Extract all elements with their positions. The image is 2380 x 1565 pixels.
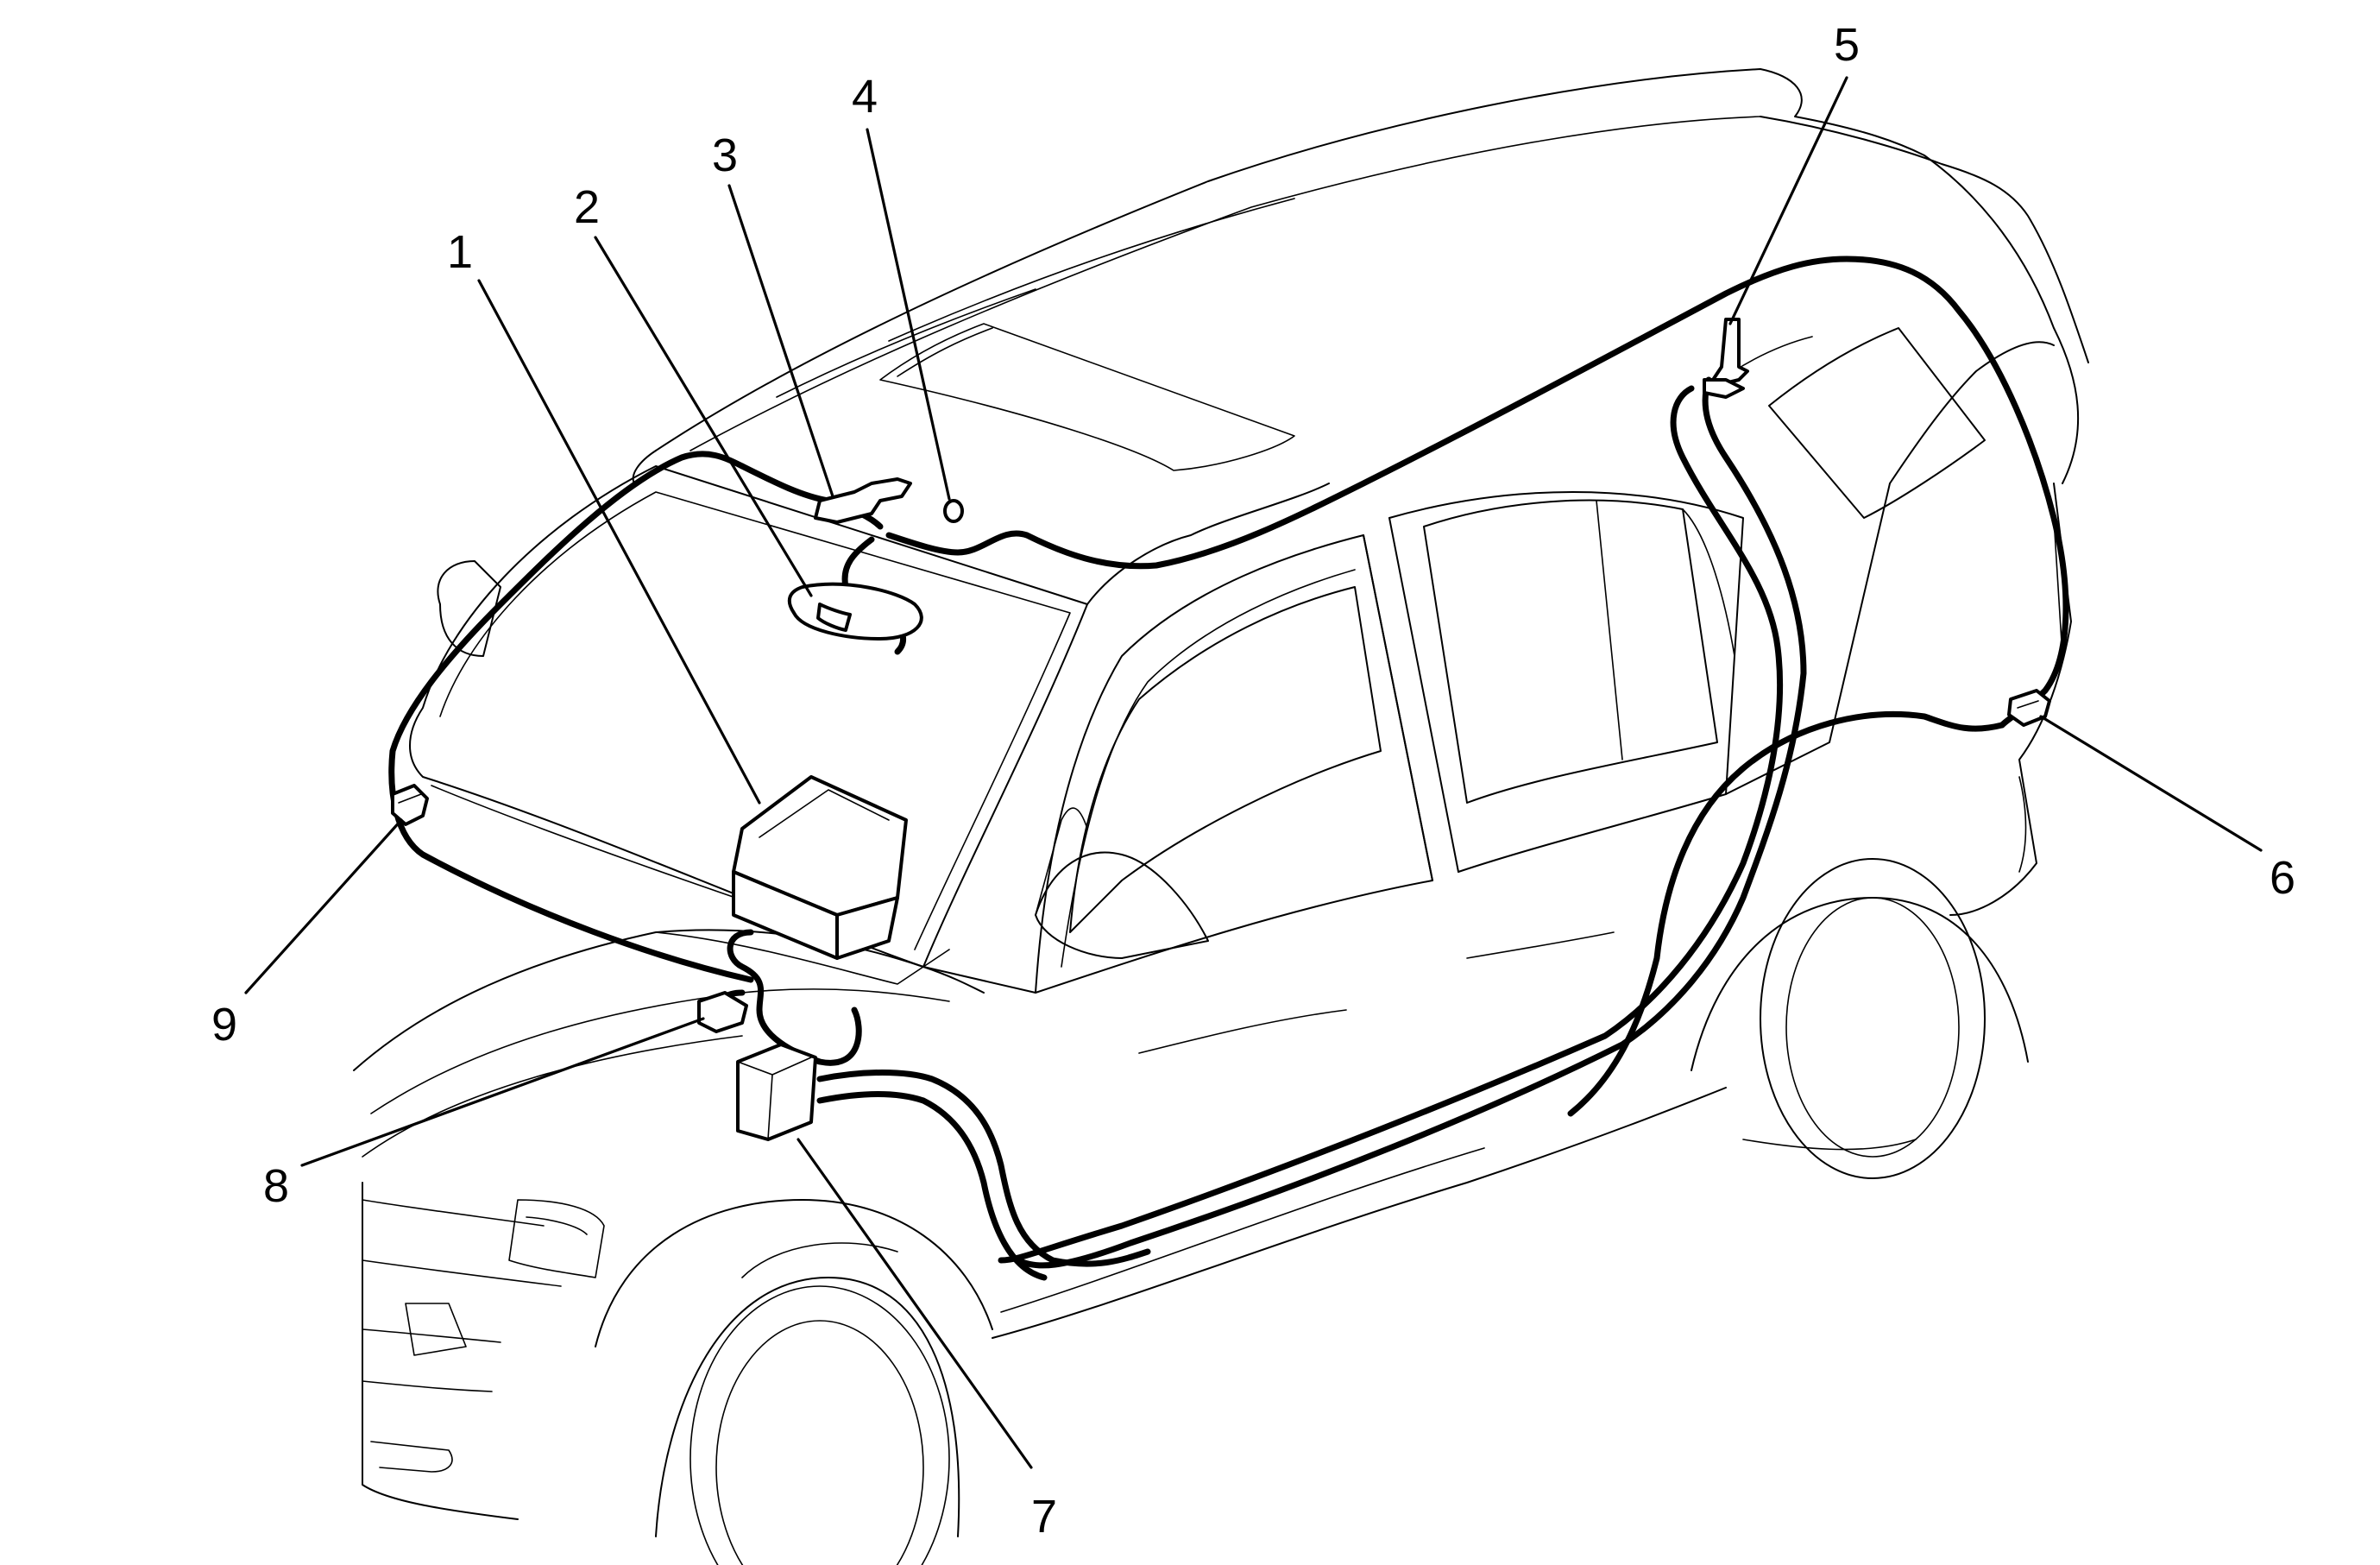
component-5-antenna bbox=[1703, 318, 1749, 399]
vehicle-body-outline bbox=[353, 68, 2089, 1565]
leader-1 bbox=[477, 279, 761, 805]
leader-6 bbox=[2039, 715, 2263, 852]
callout-1: 1 bbox=[447, 226, 473, 278]
callout-8: 8 bbox=[263, 1160, 289, 1212]
leader-7 bbox=[796, 1138, 1033, 1469]
component-9-connector bbox=[391, 784, 429, 826]
component-2-rearview-mirror bbox=[787, 582, 923, 641]
callout-numbers: 1 2 3 4 5 6 7 8 9 bbox=[211, 19, 2295, 1543]
leader-5 bbox=[1728, 76, 1848, 325]
callout-leader-lines bbox=[244, 76, 2263, 1469]
component-1-module bbox=[732, 775, 908, 960]
leader-2 bbox=[594, 236, 813, 597]
component-8-connector bbox=[697, 991, 748, 1033]
callout-4: 4 bbox=[852, 71, 878, 123]
component-4-sensor bbox=[943, 499, 964, 523]
leader-8 bbox=[300, 1017, 705, 1167]
component-7-control-module bbox=[736, 1043, 817, 1141]
component-3-microphone-bracket bbox=[814, 477, 912, 524]
leader-3 bbox=[727, 184, 834, 498]
leader-9 bbox=[244, 818, 403, 994]
callout-5: 5 bbox=[1834, 19, 1860, 71]
component-6-connector bbox=[2007, 689, 2051, 727]
callout-7: 7 bbox=[1031, 1491, 1057, 1543]
callout-9: 9 bbox=[211, 999, 237, 1051]
callout-3: 3 bbox=[712, 129, 738, 181]
antenna-wiring-harness bbox=[388, 256, 2069, 1281]
leader-4 bbox=[866, 128, 951, 501]
callout-6: 6 bbox=[2270, 852, 2295, 904]
callout-2: 2 bbox=[574, 181, 600, 233]
